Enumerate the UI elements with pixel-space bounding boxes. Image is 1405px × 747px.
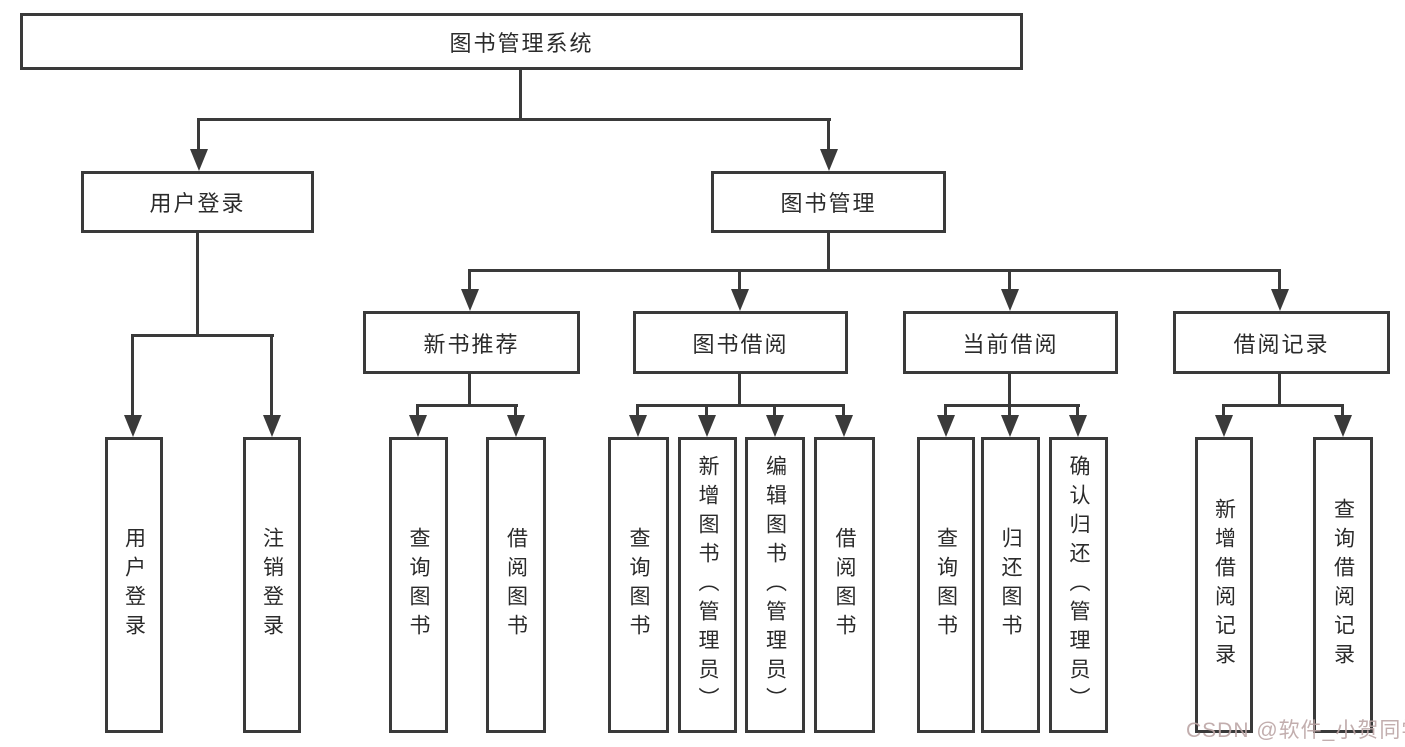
- connector-root-stem: [519, 69, 522, 121]
- arrowhead-bb-query: [629, 415, 647, 437]
- node-label: 查询图书: [407, 527, 430, 643]
- arrowhead-new-book-rec: [461, 289, 479, 311]
- node-label: 归还图书: [999, 527, 1022, 643]
- node-label: 图书借阅: [692, 331, 789, 357]
- node-label: 借阅记录: [1233, 331, 1330, 357]
- connector-drop-borrow-record: [1278, 269, 1281, 291]
- node-borrowing-records: 借阅记录: [1173, 311, 1390, 374]
- arrowhead-borrow-record: [1271, 289, 1289, 311]
- arrowhead-leaf-logout: [263, 415, 281, 437]
- node-label: 借阅图书: [504, 527, 528, 643]
- connector-new-book-rec-crossbar: [416, 404, 518, 407]
- leaf-user-login: 用户登录: [105, 437, 163, 733]
- connector-drop-book-borrow: [738, 269, 741, 291]
- node-label: 确认归还（管理员）: [1067, 454, 1090, 716]
- leaf-bb-add-books-admin: 新增图书（管理员）: [678, 437, 737, 733]
- arrowhead-current-borrow: [1001, 289, 1019, 311]
- arrowhead-leaf-user-login: [124, 415, 142, 437]
- arrowhead-book-mgmt: [820, 149, 838, 171]
- leaf-nbr-query-books: 查询图书: [389, 437, 448, 733]
- connector-book-borrow-crossbar: [636, 404, 845, 407]
- connector-drop-br-query: [1341, 404, 1344, 417]
- connector-drop-leaf-logout: [270, 334, 273, 417]
- connector-root-crossbar: [197, 118, 831, 121]
- connector-drop-current-borrow: [1008, 269, 1011, 291]
- leaf-cb-return-books: 归还图书: [981, 437, 1040, 733]
- node-label: 当前借阅: [962, 331, 1059, 357]
- node-label: 用户登录: [149, 191, 246, 216]
- node-label: 用户登录: [122, 527, 146, 643]
- arrowhead-cb-query: [937, 415, 955, 437]
- connector-drop-bb-edit: [773, 404, 776, 417]
- connector-book-borrow-stem: [738, 374, 741, 407]
- leaf-br-add-record: 新增借阅记录: [1195, 437, 1253, 733]
- leaf-cb-query-books: 查询图书: [917, 437, 975, 733]
- connector-drop-leaf-user-login: [131, 334, 134, 417]
- csdn-watermark: CSDN @软件_小贺同学: [1186, 719, 1405, 742]
- node-label: 查询借阅记录: [1331, 498, 1355, 672]
- leaf-nbr-borrow-books: 借阅图书: [486, 437, 546, 733]
- connector-book-mgmt-crossbar: [468, 269, 1281, 272]
- node-user-login: 用户登录: [81, 171, 314, 233]
- node-label: 查询图书: [934, 527, 958, 643]
- arrowhead-bb-add: [698, 415, 716, 437]
- connector-drop-bb-borrow: [842, 404, 845, 417]
- node-label: 图书管理系统: [449, 30, 594, 56]
- node-label: 图书管理: [780, 191, 877, 216]
- connector-drop-cb-return: [1008, 404, 1011, 417]
- arrowhead-bb-borrow: [835, 415, 853, 437]
- node-current-borrowing: 当前借阅: [903, 311, 1118, 374]
- connector-new-book-rec-stem: [468, 374, 471, 407]
- connector-drop-book-mgmt: [827, 118, 830, 151]
- connector-book-mgmt-stem: [827, 233, 830, 272]
- connector-current-borrow-crossbar: [944, 404, 1080, 407]
- node-new-book-recommend: 新书推荐: [363, 311, 580, 374]
- connector-borrow-record-stem: [1278, 374, 1281, 407]
- arrowhead-book-borrow: [731, 289, 749, 311]
- connector-drop-cb-query: [944, 404, 947, 417]
- node-book-management: 图书管理: [711, 171, 946, 233]
- leaf-br-query-record: 查询借阅记录: [1313, 437, 1373, 733]
- node-label: 新增图书（管理员）: [696, 454, 719, 716]
- arrowhead-nbr-query: [409, 415, 427, 437]
- arrowhead-br-add: [1215, 415, 1233, 437]
- arrowhead-nbr-borrow: [507, 415, 525, 437]
- node-label: 编辑图书（管理员）: [763, 454, 787, 716]
- connector-drop-bb-query: [636, 404, 639, 417]
- connector-user-login-crossbar: [131, 334, 274, 337]
- leaf-bb-query-books: 查询图书: [608, 437, 669, 733]
- connector-drop-bb-add: [705, 404, 708, 417]
- connector-borrow-record-crossbar: [1222, 404, 1344, 407]
- connector-drop-br-add: [1222, 404, 1225, 417]
- leaf-bb-edit-books-admin: 编辑图书（管理员）: [745, 437, 805, 733]
- node-label: 新书推荐: [423, 331, 520, 357]
- leaf-bb-borrow-books: 借阅图书: [814, 437, 875, 733]
- arrowhead-user-login: [190, 149, 208, 171]
- arrowhead-bb-edit: [766, 415, 784, 437]
- connector-drop-nbr-query: [416, 404, 419, 417]
- leaf-cb-confirm-return-admin: 确认归还（管理员）: [1049, 437, 1108, 733]
- leaf-logout: 注销登录: [243, 437, 301, 733]
- connector-drop-cb-confirm: [1076, 404, 1079, 417]
- arrowhead-cb-confirm: [1069, 415, 1087, 437]
- connector-current-borrow-stem: [1008, 374, 1011, 407]
- node-book-borrowing: 图书借阅: [633, 311, 848, 374]
- connector-drop-nbr-borrow: [514, 404, 517, 417]
- connector-user-login-stem: [196, 233, 199, 337]
- connector-drop-new-book-rec: [468, 269, 471, 291]
- connector-drop-user-login: [197, 118, 200, 151]
- node-label: 新增借阅记录: [1212, 498, 1236, 672]
- node-label: 借阅图书: [833, 527, 856, 643]
- arrowhead-br-query: [1334, 415, 1352, 437]
- node-root-library-management-system: 图书管理系统: [20, 13, 1023, 70]
- arrowhead-cb-return: [1001, 415, 1019, 437]
- node-label: 注销登录: [260, 527, 284, 643]
- node-label: 查询图书: [627, 527, 650, 643]
